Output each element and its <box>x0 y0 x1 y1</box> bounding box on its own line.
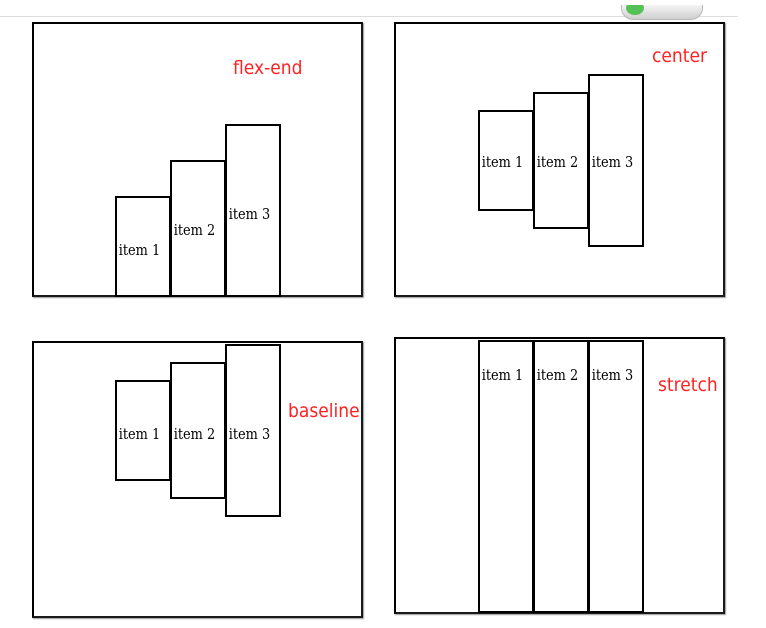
flex-end-item-2: item 2 <box>170 160 226 297</box>
stretch-item-1: item 1 <box>478 340 534 613</box>
center-item-3-label: item 3 <box>591 153 634 171</box>
stretch-panel: stretch item 1 item 2 item 3 <box>394 337 725 614</box>
flex-end-item-3: item 3 <box>225 124 281 297</box>
stretch-item-2: item 2 <box>533 340 589 613</box>
stretch-item-3-label: item 3 <box>591 366 634 384</box>
center-item-1-label: item 1 <box>481 153 524 171</box>
center-label: center <box>652 45 708 67</box>
baseline-item-3-label: item 3 <box>228 425 271 443</box>
baseline-item-1-label: item 1 <box>118 425 161 443</box>
center-item-3: item 3 <box>588 74 644 247</box>
center-item-1: item 1 <box>478 110 534 211</box>
baseline-item-1: item 1 <box>115 380 171 481</box>
flex-end-label: flex-end <box>233 57 303 79</box>
baseline-item-2-label: item 2 <box>173 425 216 443</box>
baseline-item-3: item 3 <box>225 344 281 517</box>
stretch-item-2-label: item 2 <box>536 366 579 384</box>
center-panel: center item 1 item 2 item 3 <box>394 22 725 297</box>
stretch-item-3: item 3 <box>588 340 644 613</box>
stretch-label: stretch <box>658 374 718 396</box>
center-item-2: item 2 <box>533 92 589 229</box>
center-item-2-label: item 2 <box>536 153 579 171</box>
top-divider <box>0 16 738 17</box>
status-badge-icon <box>621 5 703 20</box>
flex-end-item-1-label: item 1 <box>118 241 161 259</box>
green-dot-icon <box>626 5 644 15</box>
flex-end-item-3-label: item 3 <box>228 205 271 223</box>
baseline-panel: baseline item 1 item 2 item 3 <box>32 341 363 618</box>
flex-end-panel: flex-end item 1 item 2 item 3 <box>32 22 363 297</box>
baseline-item-2: item 2 <box>170 362 226 499</box>
baseline-label: baseline <box>288 400 360 422</box>
flex-end-item-1: item 1 <box>115 196 171 297</box>
stretch-item-1-label: item 1 <box>481 366 524 384</box>
flex-end-item-2-label: item 2 <box>173 221 216 239</box>
